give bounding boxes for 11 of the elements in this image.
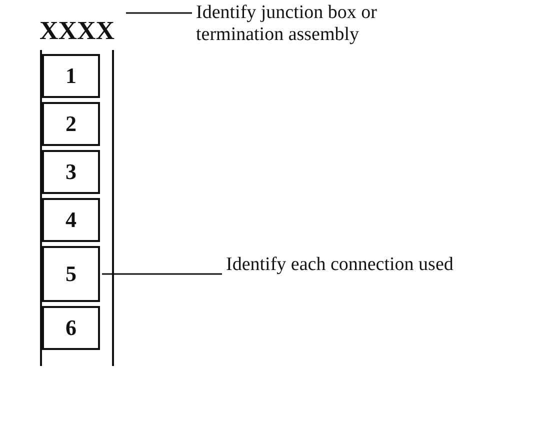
callout-text: Identify each connection used <box>226 254 526 280</box>
strip-heading: XXXX <box>38 16 116 46</box>
terminal-cell: 6 <box>42 306 100 350</box>
terminal-cell: 2 <box>42 102 100 146</box>
terminal-cell: 5 <box>42 246 100 302</box>
terminal-cell: 4 <box>42 198 100 242</box>
terminal-cell: 3 <box>42 150 100 194</box>
leader-line <box>126 12 192 14</box>
leader-line <box>102 273 222 275</box>
callout-text: Identify junction box or termination assembly <box>196 2 436 50</box>
terminal-cell: 1 <box>42 54 100 98</box>
